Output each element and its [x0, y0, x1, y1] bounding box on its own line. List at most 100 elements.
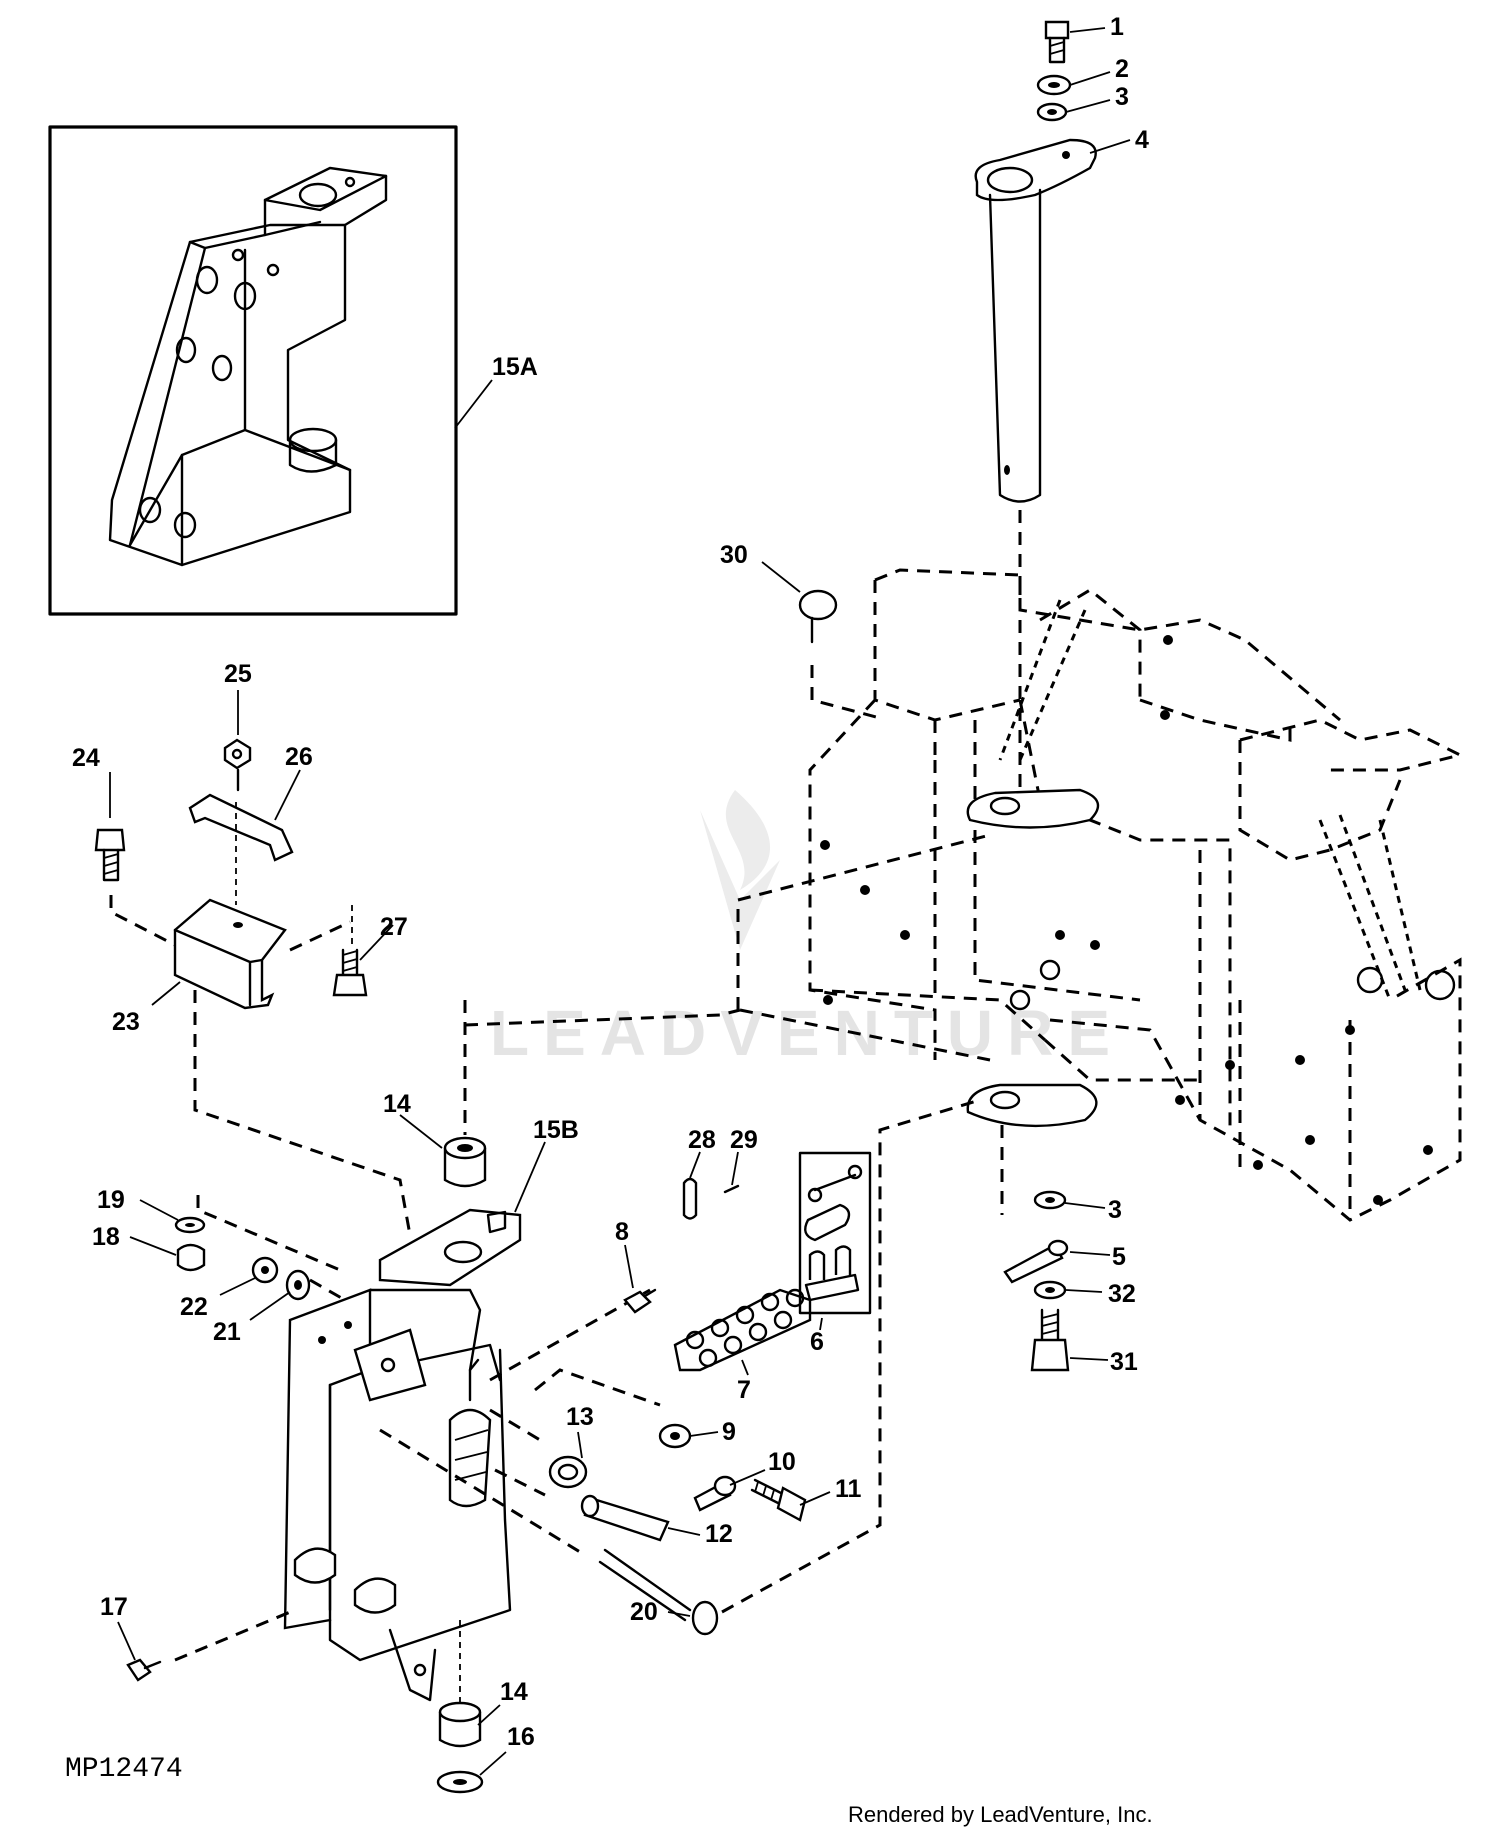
callout-20: 20 — [630, 1598, 658, 1626]
pin-5 — [1003, 1243, 1064, 1284]
callout-15a: 15A — [492, 353, 538, 381]
top-plate-hole — [298, 182, 338, 208]
pin-20-head — [691, 1600, 719, 1636]
callout-7: 7 — [737, 1376, 751, 1404]
frame-ribs — [998, 599, 1087, 761]
tractor-frame — [808, 568, 1465, 1222]
bolt-27-head — [332, 973, 368, 997]
callout-4: 4 — [1135, 126, 1149, 154]
side-hole-2 — [233, 281, 257, 311]
washer-13 — [548, 1455, 588, 1489]
lower-pin-parts — [1003, 1190, 1070, 1372]
upper-lug-hole — [989, 796, 1021, 816]
bolt-1-thread — [1049, 41, 1065, 55]
frame-left-tower — [873, 580, 1021, 722]
bolt-31-head — [1030, 1338, 1070, 1372]
fitting-8-leader — [489, 1288, 651, 1382]
link-6-pin — [813, 1173, 857, 1192]
side-hole-5 — [138, 496, 162, 524]
bolt-27-thread — [342, 950, 358, 972]
lower-bushing-right — [353, 1577, 397, 1614]
pivot-sleeve — [448, 1408, 492, 1508]
callout-19: 19 — [97, 1186, 125, 1214]
watermark: LEADVENTURE — [490, 790, 1124, 1069]
callout-13: 13 — [566, 1403, 594, 1431]
bolt-31-thread — [1041, 1313, 1059, 1335]
callout-leaders — [109, 27, 1131, 1776]
frame-raised-block — [1039, 588, 1142, 700]
bushing-15a — [288, 438, 338, 473]
bracket-15b-clamp-block — [353, 1328, 427, 1402]
callout-22: 22 — [180, 1293, 208, 1321]
bracket-15a-top-plate-edge — [263, 174, 388, 212]
box-6-frame — [798, 1151, 872, 1315]
frame-upper-lug — [966, 788, 1100, 829]
side-hole-small-1 — [266, 263, 280, 277]
bracket-15b-assembly — [126, 1000, 741, 1794]
bolt-24-head — [94, 828, 126, 852]
link-6-side-plate — [804, 1273, 860, 1302]
callout-31: 31 — [1110, 1348, 1138, 1376]
pin-plate-4 — [974, 138, 1097, 202]
callout-14-lower: 14 — [500, 1678, 528, 1706]
fitting-8 — [623, 1290, 652, 1314]
callout-27: 27 — [380, 913, 408, 941]
callout-32: 32 — [1108, 1280, 1136, 1308]
watermark-text: LEADVENTURE — [490, 997, 1124, 1069]
callout-28: 28 — [688, 1126, 716, 1154]
pin-28 — [682, 1177, 698, 1220]
washer-9-leader — [534, 1368, 661, 1407]
bolt-11-head — [776, 1486, 807, 1522]
bracket-23-edge — [173, 928, 264, 1007]
inset-frame — [48, 125, 458, 616]
frame-right-box — [1198, 850, 1462, 1222]
side-hole-3 — [175, 336, 197, 364]
callout-18: 18 — [92, 1223, 120, 1251]
callout-10: 10 — [768, 1448, 796, 1476]
callout-14-upper: 14 — [383, 1090, 411, 1118]
callout-12: 12 — [705, 1520, 733, 1548]
pin-20-leader — [379, 1428, 586, 1557]
fastener-19-leader — [196, 1195, 341, 1272]
callout-25: 25 — [224, 660, 252, 688]
callout-16: 16 — [507, 1723, 535, 1751]
pin-20-frame-leader — [721, 1098, 981, 1614]
chain-7-rollers — [685, 1288, 805, 1368]
part-30-lubrication-fitting — [798, 589, 881, 720]
top-plate-small-hole — [344, 176, 356, 188]
frame-right-ribs — [1318, 814, 1422, 1001]
pin-20-shank — [598, 1548, 692, 1622]
callout-23: 23 — [112, 1008, 140, 1036]
pin-plate-hole — [986, 166, 1034, 194]
frame-bolt-heads — [820, 635, 1456, 1205]
render-credit: Rendered by LeadVenture, Inc. — [848, 1802, 1153, 1827]
watermark-flame-icon — [700, 810, 780, 950]
mount-bracket-group — [94, 738, 412, 1236]
frame-lower-rail-2 — [1044, 1038, 1200, 1082]
bolt-11-thread — [754, 1481, 775, 1501]
bracket-15a-side-edge — [128, 248, 247, 547]
side-hole-6 — [173, 511, 197, 539]
bolt-1-head — [1044, 20, 1070, 40]
frame-rail — [1139, 698, 1292, 742]
side-hole-small-2 — [231, 248, 245, 262]
fitting-17-leader — [174, 1608, 296, 1662]
bolt-24-shank — [102, 848, 120, 882]
callout-5: 5 — [1112, 1243, 1126, 1271]
bracket-23-down-leader — [193, 990, 412, 1236]
bracket-15b-arm — [418, 1343, 502, 1382]
bracket-15a-top-plate — [263, 166, 388, 237]
frame-lower-rail — [1049, 1018, 1202, 1121]
callout-15b: 15B — [533, 1116, 579, 1144]
bracket-15b-top-plate — [378, 1208, 522, 1287]
frame-bottom-left — [809, 988, 1046, 1042]
washer-21-leader — [309, 1278, 346, 1302]
pin-29 — [723, 1184, 740, 1194]
callout-21: 21 — [213, 1318, 241, 1346]
frame-right-top — [1239, 718, 1465, 772]
fitting-30-head — [798, 589, 838, 621]
pivot-pin-tube — [988, 188, 1042, 503]
callout-3-upper: 3 — [1115, 83, 1129, 111]
fitting-17 — [126, 1658, 152, 1682]
